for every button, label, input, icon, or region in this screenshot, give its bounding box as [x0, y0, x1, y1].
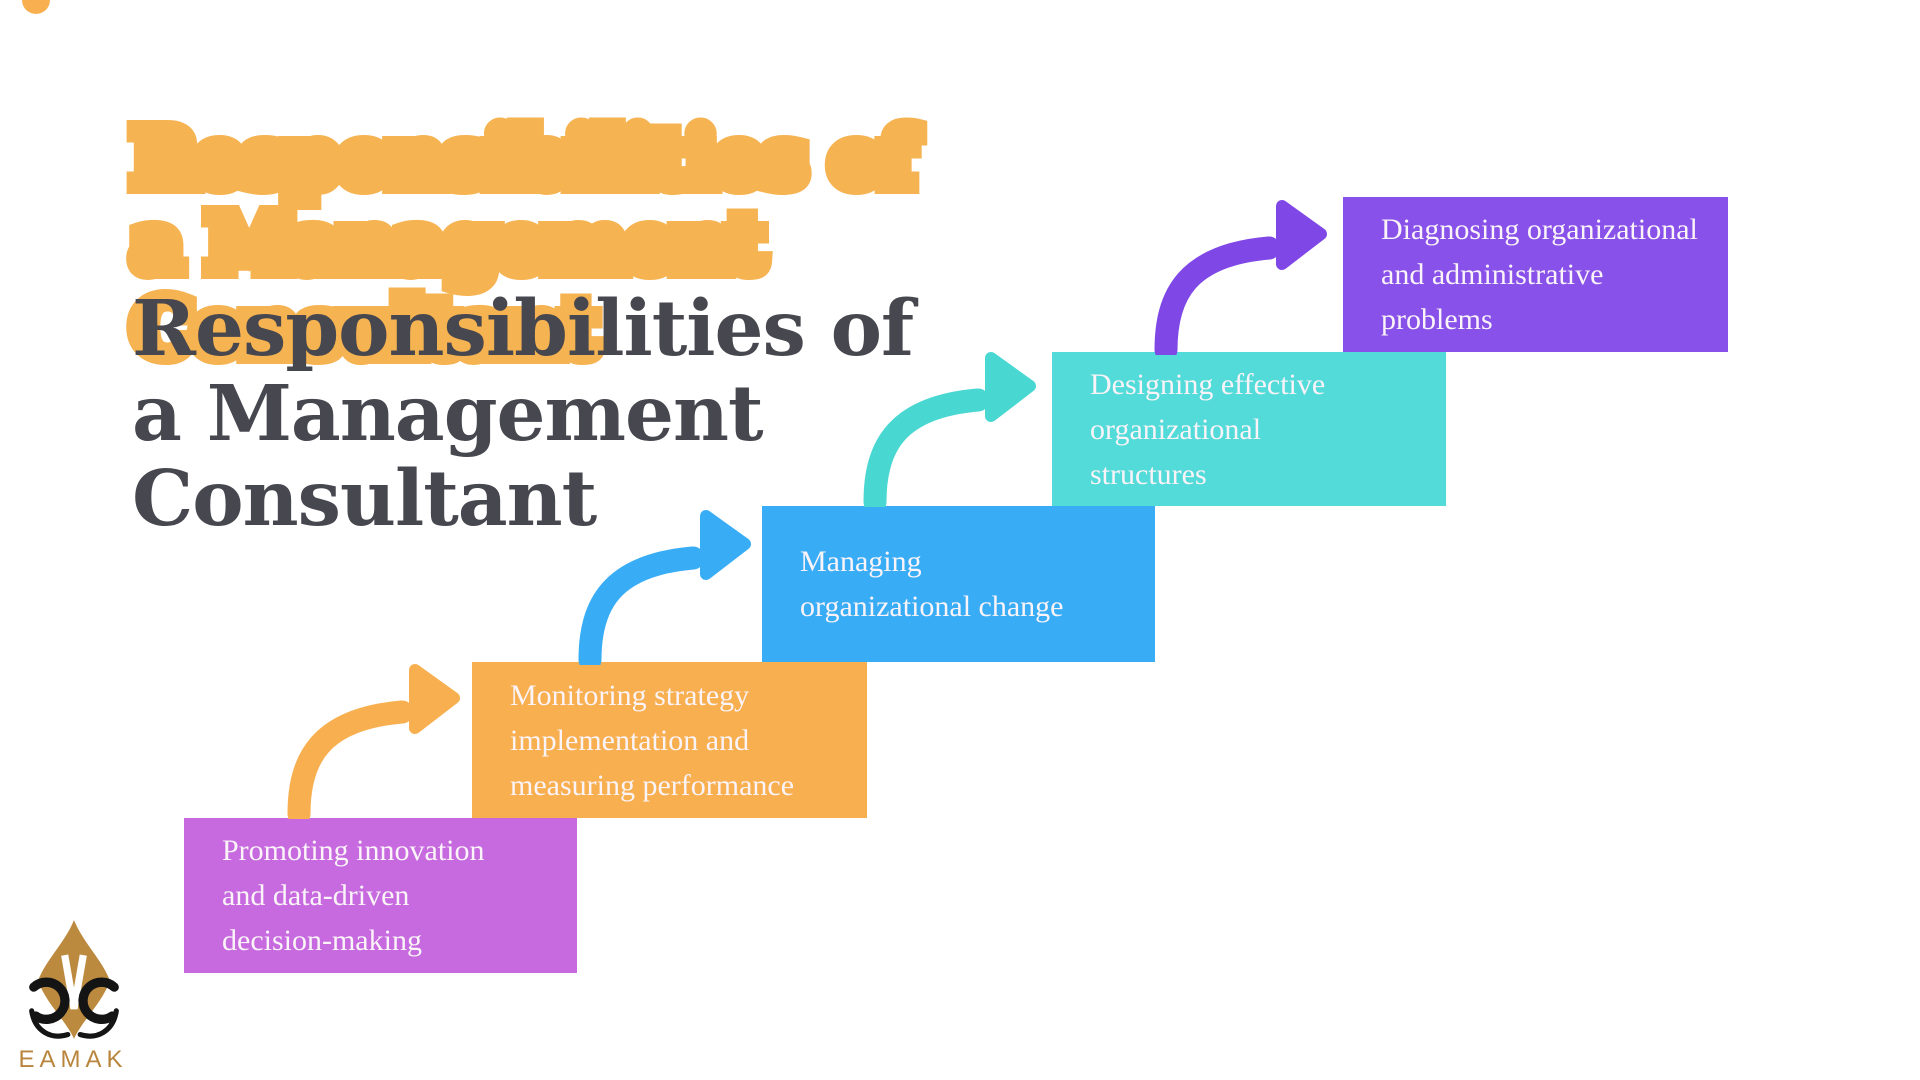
step-box-promoting-innovation: Promoting innovation and data-driven dec… [184, 818, 577, 973]
step-box-diagnosing-problems: Diagnosing organizational and administra… [1343, 197, 1728, 352]
brand-logo-icon [29, 920, 119, 1039]
corner-accent-dot [22, 0, 50, 14]
step-box-designing-structures: Designing effective organizational struc… [1052, 352, 1446, 506]
step-box-managing-change: Managing organizational change [762, 506, 1155, 662]
curved-arrow-icon [578, 510, 751, 665]
curved-arrow-icon [863, 352, 1036, 507]
page-title: Responsibilities of a Management Consult… [123, 108, 923, 627]
curved-arrow-icon [1154, 200, 1327, 355]
page-title-text: Responsibilities of a Management Consult… [132, 284, 914, 544]
step-box-monitoring-strategy: Monitoring strategy implementation and m… [472, 662, 867, 818]
brand-name: EAMAK [18, 1046, 128, 1073]
curved-arrow-icon [287, 664, 460, 819]
page-title-outline: Responsibilities of a Management Consult… [123, 108, 923, 381]
